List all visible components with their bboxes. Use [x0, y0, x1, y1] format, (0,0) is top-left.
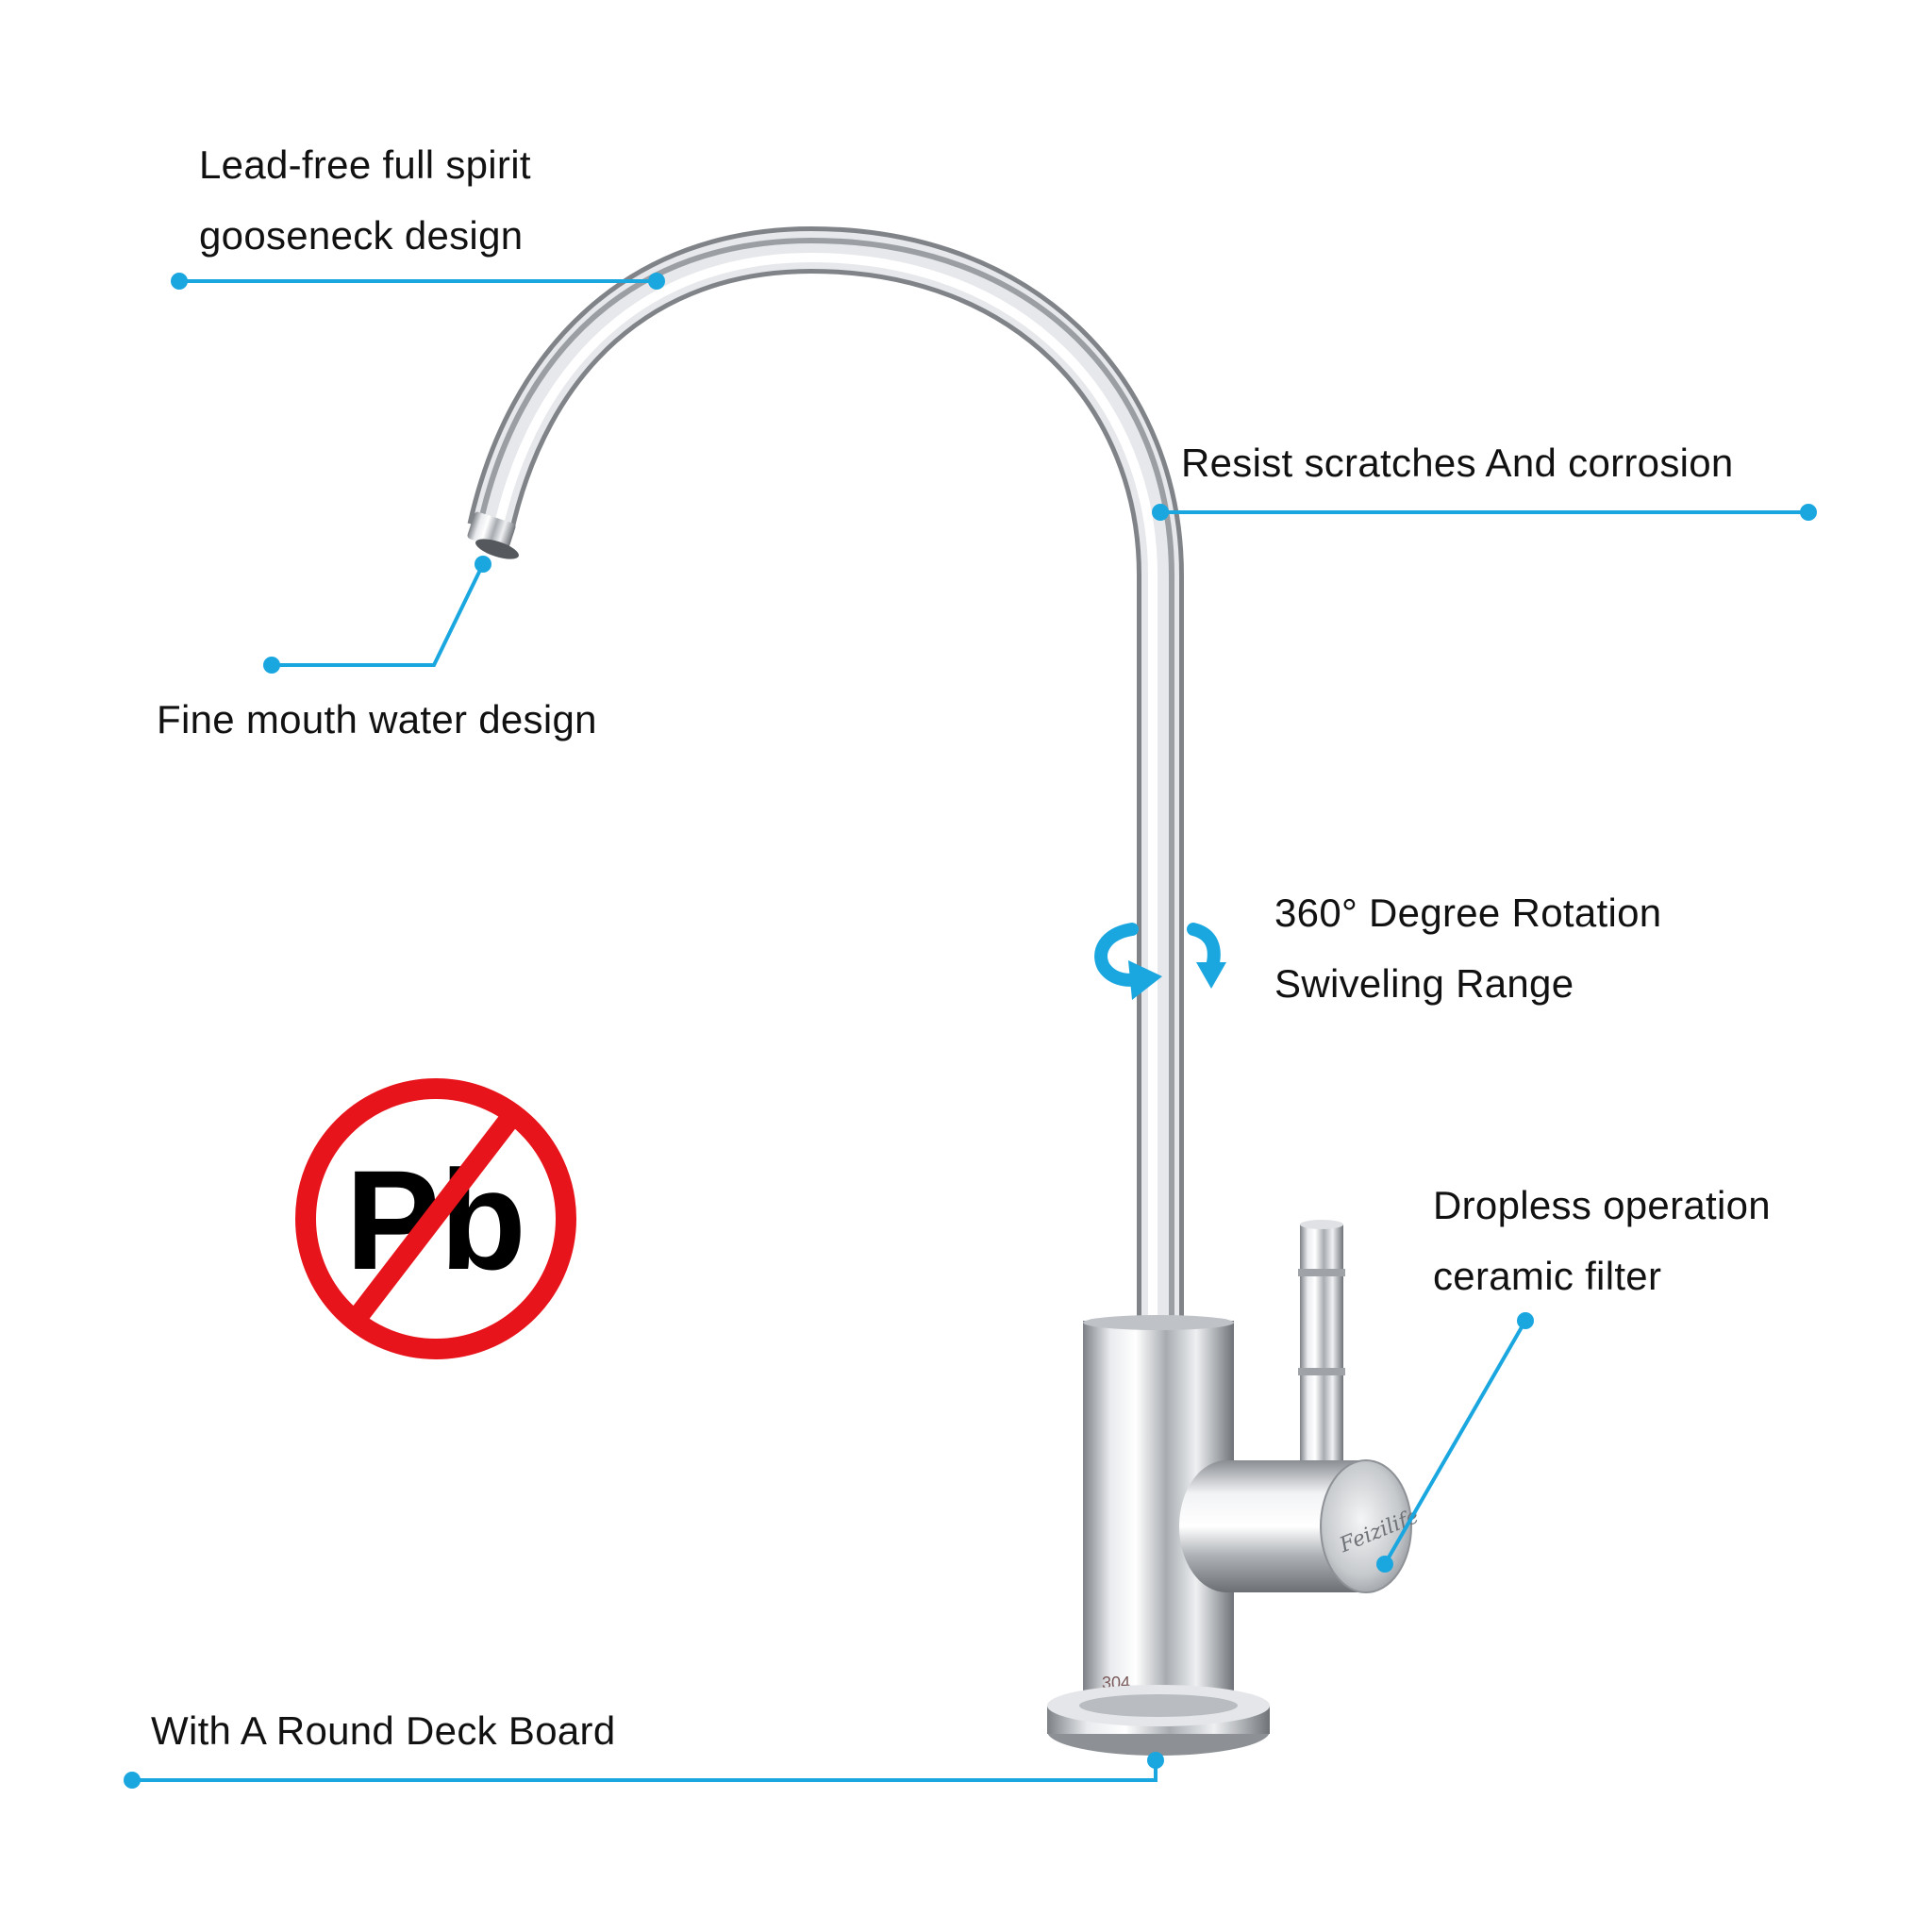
dropless-label-line1: Dropless operation: [1433, 1183, 1771, 1227]
mouth-callout-line: [272, 563, 485, 667]
gooseneck-label-line2: gooseneck design: [199, 213, 524, 258]
callout-lines: [124, 273, 1817, 1789]
mouth-label: Fine mouth water design: [157, 684, 597, 755]
round-deck-base: [1047, 1685, 1270, 1756]
valve-housing: Feizilife: [1179, 1459, 1423, 1593]
rotation-label-line1: 360° Degree Rotation: [1274, 891, 1662, 935]
lever-handle: [1298, 1220, 1345, 1498]
scratch-label-text: Resist scratches And corrosion: [1181, 441, 1734, 485]
gooseneck-label-line1: Lead-free full spirit: [199, 142, 531, 187]
mouth-label-text: Fine mouth water design: [157, 697, 597, 741]
rotation-label: 360° Degree Rotation Swiveling Range: [1274, 877, 1661, 1019]
gooseneck-label: Lead-free full spirit gooseneck design: [199, 129, 531, 271]
lead-free-badge-icon: Pb: [295, 1078, 576, 1359]
dropless-callout-line: [1383, 1319, 1527, 1566]
deck-label: With A Round Deck Board: [151, 1695, 615, 1766]
deck-label-text: With A Round Deck Board: [151, 1708, 616, 1753]
gooseneck-spout: [467, 225, 1184, 1330]
dropless-label-line2: ceramic filter: [1433, 1254, 1662, 1298]
rotation-label-line2: Swiveling Range: [1274, 961, 1574, 1006]
rotation-arrows-icon: [1094, 923, 1226, 1000]
scratch-label: Resist scratches And corrosion: [1181, 427, 1734, 498]
dropless-label: Dropless operation ceramic filter: [1433, 1170, 1771, 1311]
